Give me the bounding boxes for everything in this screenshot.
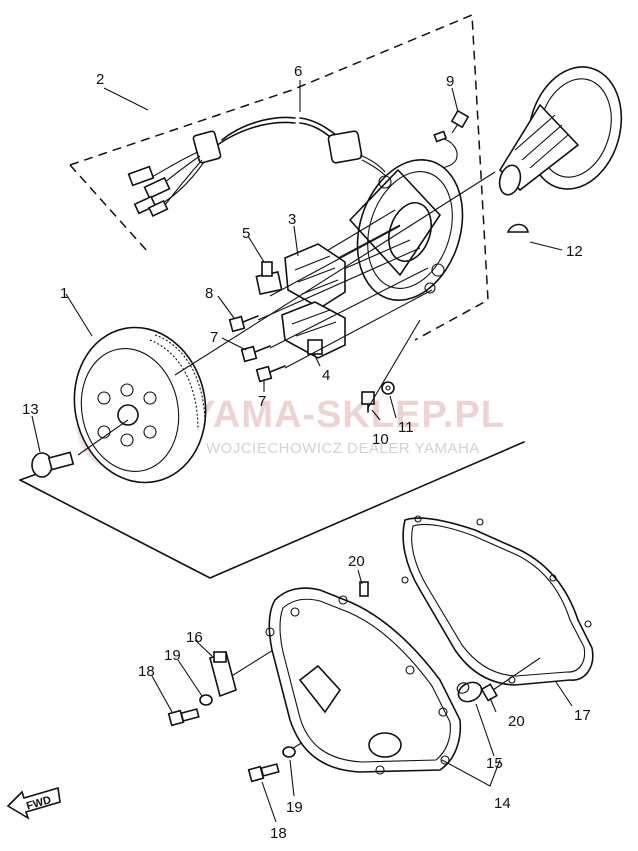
stator-assembly-boundary <box>69 13 489 341</box>
callout-19-a: 19 <box>164 647 181 664</box>
sleeve-15 <box>456 681 483 703</box>
callout-19-b: 19 <box>286 799 303 816</box>
callout-5: 5 <box>242 225 250 242</box>
callout-6: 6 <box>294 63 302 80</box>
callout-20-a: 20 <box>348 553 365 570</box>
washer-11 <box>381 381 395 395</box>
watermark-brand: YAMA-SKLEP.PL <box>190 394 505 436</box>
callout-16: 16 <box>186 629 203 646</box>
callout-7-b: 7 <box>258 393 266 410</box>
callout-8: 8 <box>205 285 213 302</box>
callout-13: 13 <box>22 401 39 418</box>
washer-19-b <box>282 746 296 758</box>
callout-18-a: 18 <box>138 663 155 680</box>
callout-9: 9 <box>446 73 454 90</box>
screw-8 <box>228 315 259 333</box>
callout-1: 1 <box>60 285 68 302</box>
screw-7-a <box>240 345 271 363</box>
wire-harness <box>127 116 389 217</box>
flywheel-bolt-13 <box>31 451 75 478</box>
coil-mount-5 <box>261 261 273 277</box>
callout-14: 14 <box>494 795 511 812</box>
watermark-dealer: WOJCIECHOWICZ DEALER YAMAHA <box>206 440 480 457</box>
crankcase-cover <box>265 587 462 775</box>
callout-4: 4 <box>322 367 330 384</box>
crankshaft-rotor <box>498 66 623 233</box>
callout-7-a: 7 <box>210 329 218 346</box>
screw-7-b <box>255 365 286 383</box>
flywheel <box>73 326 207 484</box>
callout-11: 11 <box>398 419 414 436</box>
ground-wire <box>411 109 470 170</box>
clamp-16 <box>209 650 237 698</box>
callout-3: 3 <box>288 211 296 228</box>
bolt-18-b <box>247 763 280 783</box>
flywheel-group-frame <box>19 441 525 579</box>
callout-15: 15 <box>486 755 503 772</box>
watermark: YAMA-SKLEP.PL WOJCIECHOWICZ DEALER YAMAH… <box>76 377 505 473</box>
leader-lines <box>31 80 573 823</box>
dowel-pin-20-a <box>359 581 369 597</box>
dowel-pin-20-b <box>480 683 498 702</box>
callout-18-b: 18 <box>270 825 287 842</box>
callout-12: 12 <box>566 243 583 260</box>
cover-gasket <box>401 515 594 686</box>
stator-assembly-boundary-left <box>69 164 149 253</box>
pickup-coil-4 <box>281 301 346 359</box>
callout-20-b: 20 <box>508 713 525 730</box>
screw-9 <box>450 109 470 129</box>
washer-19-a <box>199 694 213 706</box>
bolt-18-a <box>167 708 200 727</box>
pickup-coil-3 <box>255 243 346 309</box>
callout-2: 2 <box>96 71 104 88</box>
fwd-arrow-marker: FWD <box>6 786 61 820</box>
callout-10: 10 <box>372 431 389 448</box>
callout-17: 17 <box>574 707 591 724</box>
callout-labels: 2 6 3 5 8 7 7 4 9 12 1 13 10 11 20 16 19… <box>22 63 591 842</box>
woodruff-key-12 <box>506 223 529 233</box>
